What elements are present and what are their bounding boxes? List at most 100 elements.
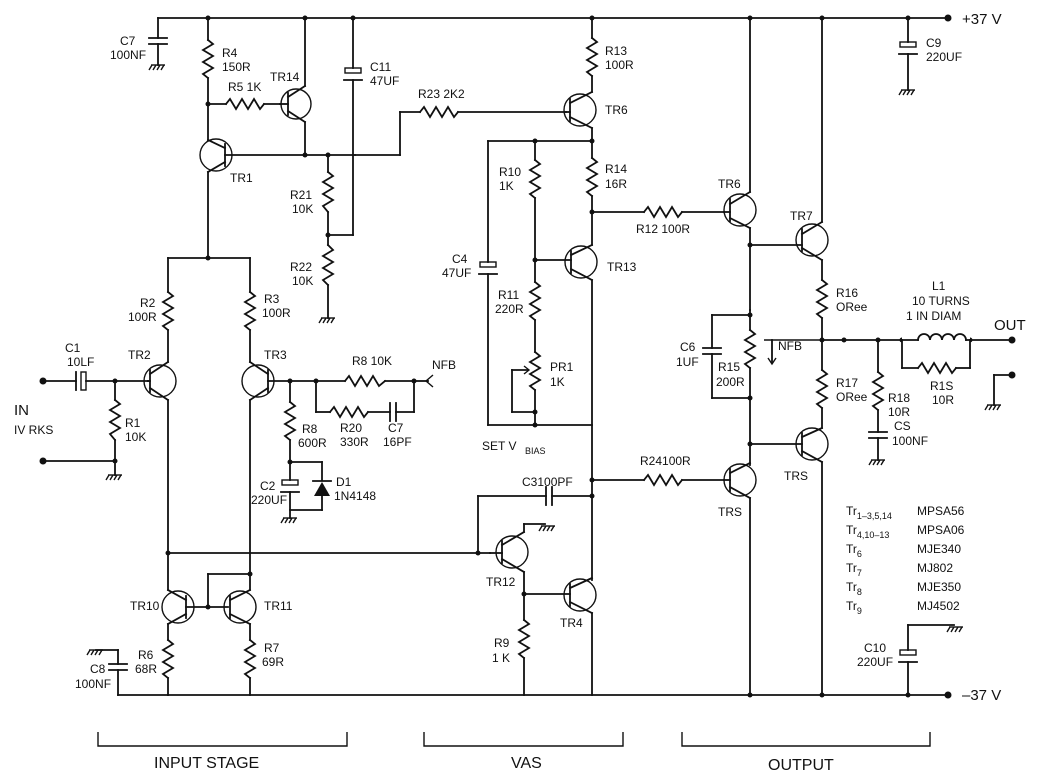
svg-text:R13: R13 bbox=[605, 44, 627, 58]
svg-text:R2: R2 bbox=[140, 296, 156, 310]
svg-text:TR1: TR1 bbox=[230, 171, 253, 185]
transistor-tr6-upper: TR6 bbox=[563, 90, 628, 159]
set-vbias-label: SET V BIAS bbox=[482, 439, 546, 456]
resistor-r7: R7 69R bbox=[243, 638, 284, 696]
svg-text:1UF: 1UF bbox=[676, 355, 699, 369]
svg-text:100NF: 100NF bbox=[892, 434, 928, 448]
parts-table-transistor: Tr9 bbox=[846, 599, 862, 616]
resistor-r1: R1 10K bbox=[105, 380, 146, 481]
resistor-r24: R24100R bbox=[591, 454, 725, 487]
resistor-r9: R9 1 K bbox=[492, 618, 531, 696]
svg-text:TR4: TR4 bbox=[560, 616, 583, 630]
svg-text:R12 100R: R12 100R bbox=[636, 222, 690, 236]
svg-text:ORee: ORee bbox=[836, 390, 868, 404]
svg-text:C3100PF: C3100PF bbox=[522, 475, 573, 489]
parts-table-transistor: Tr7 bbox=[846, 561, 862, 578]
transistor-tr12: TR12 bbox=[486, 523, 556, 621]
transistor-trs-output: TRS bbox=[747, 426, 829, 698]
svg-text:CS: CS bbox=[894, 419, 911, 433]
svg-text:10K: 10K bbox=[125, 430, 146, 444]
svg-text:100R: 100R bbox=[262, 306, 291, 320]
svg-text:TR12: TR12 bbox=[486, 575, 516, 589]
parts-table-transistor: Tr1–3,5,14 bbox=[846, 504, 892, 521]
positive-rail: +37 V bbox=[157, 11, 1002, 28]
svg-text:R24100R: R24100R bbox=[640, 454, 691, 468]
capacitor-c4: C4 47UF bbox=[442, 140, 593, 428]
resistor-r2: R2 100R bbox=[128, 257, 175, 363]
transistor-tr4: TR4 bbox=[523, 576, 597, 696]
svg-text:R21: R21 bbox=[290, 188, 312, 202]
parts-table-transistor: Tr6 bbox=[846, 542, 862, 559]
svg-text:C7: C7 bbox=[120, 34, 136, 48]
svg-text:1N4148: 1N4148 bbox=[334, 489, 376, 503]
nfb-output: NFB bbox=[764, 339, 822, 353]
svg-text:R4: R4 bbox=[222, 46, 238, 60]
svg-text:TR14: TR14 bbox=[270, 70, 300, 84]
svg-text:R5 1K: R5 1K bbox=[228, 80, 261, 94]
svg-text:C4: C4 bbox=[452, 252, 468, 266]
nfb-input-label: NFB bbox=[432, 358, 456, 372]
svg-text:C2: C2 bbox=[260, 479, 276, 493]
svg-text:TR11: TR11 bbox=[264, 599, 293, 613]
inductor-l1: L1 10 TURNS 1 IN DIAM bbox=[901, 279, 971, 350]
svg-text:220UF: 220UF bbox=[857, 655, 893, 669]
svg-text:R7: R7 bbox=[264, 641, 280, 655]
svg-text:220UF: 220UF bbox=[926, 50, 962, 64]
svg-text:47UF: 47UF bbox=[442, 266, 471, 280]
svg-text:SET V: SET V bbox=[482, 439, 516, 453]
svg-text:1 IN DIAM: 1 IN DIAM bbox=[906, 309, 961, 323]
svg-text:1 K: 1 K bbox=[492, 651, 510, 665]
nfb-output-label: NFB bbox=[778, 339, 802, 353]
transistor-tr6-driver: TR6 bbox=[718, 15, 757, 311]
svg-text:16PF: 16PF bbox=[383, 435, 412, 449]
svg-text:150R: 150R bbox=[222, 60, 251, 74]
svg-text:100R: 100R bbox=[128, 310, 157, 324]
svg-text:200R: 200R bbox=[716, 375, 745, 389]
svg-text:R8: R8 bbox=[302, 422, 318, 436]
svg-text:R23 2K2: R23 2K2 bbox=[418, 87, 465, 101]
svg-text:TR2: TR2 bbox=[128, 348, 151, 362]
svg-text:220R: 220R bbox=[495, 302, 524, 316]
resistor-r22: R22 10K bbox=[290, 243, 336, 324]
transistor-tr2: TR2 bbox=[128, 348, 177, 591]
svg-text:1K: 1K bbox=[499, 179, 514, 193]
svg-text:R11: R11 bbox=[498, 288, 519, 302]
svg-text:10R: 10R bbox=[888, 405, 910, 419]
svg-text:R10: R10 bbox=[499, 165, 521, 179]
resistor-r8-feedback: R8 10K NFB bbox=[313, 354, 456, 388]
resistor-r12: R12 100R bbox=[591, 205, 725, 236]
svg-text:C11: C11 bbox=[370, 60, 391, 74]
svg-text:R22: R22 bbox=[290, 260, 312, 274]
svg-text:600R: 600R bbox=[298, 436, 327, 450]
transistor-tr13: TR13 bbox=[534, 243, 637, 581]
input-stage-label: INPUT STAGE bbox=[154, 755, 259, 772]
svg-text:R15: R15 bbox=[718, 360, 740, 374]
resistor-r15: R15 200R bbox=[716, 309, 777, 466]
svg-text:100NF: 100NF bbox=[75, 677, 111, 691]
svg-text:TR3: TR3 bbox=[264, 348, 287, 362]
svg-text:R14: R14 bbox=[605, 162, 627, 176]
svg-text:R16: R16 bbox=[836, 286, 858, 300]
svg-text:D1: D1 bbox=[336, 475, 352, 489]
svg-text:10LF: 10LF bbox=[67, 355, 94, 369]
output-stage-label: OUTPUT bbox=[768, 757, 834, 774]
negative-rail: –37 V bbox=[167, 687, 1001, 704]
transistor-tr11: TR11 bbox=[207, 571, 293, 641]
parts-table-part-number: MJE350 bbox=[917, 580, 961, 594]
svg-text:C10: C10 bbox=[864, 641, 886, 655]
resistor-r17: R17 ORee bbox=[815, 368, 868, 429]
resistor-r3: R3 100R bbox=[243, 257, 291, 363]
input-section: C1 10LF IN IV RKS bbox=[14, 341, 149, 465]
resistor-r16: R16 ORee bbox=[815, 278, 868, 371]
svg-text:TRS: TRS bbox=[784, 469, 808, 483]
capacitor-c3: C3100PF bbox=[475, 475, 593, 556]
transistor-tr3: TR3 bbox=[241, 348, 317, 591]
svg-text:C6: C6 bbox=[680, 340, 696, 354]
transistor-tr7: TR7 bbox=[749, 15, 829, 281]
input-label: IN bbox=[14, 402, 29, 419]
resistor-r8: R8 600R bbox=[283, 380, 327, 481]
svg-text:C8: C8 bbox=[90, 662, 106, 676]
svg-text:C1: C1 bbox=[65, 341, 81, 355]
